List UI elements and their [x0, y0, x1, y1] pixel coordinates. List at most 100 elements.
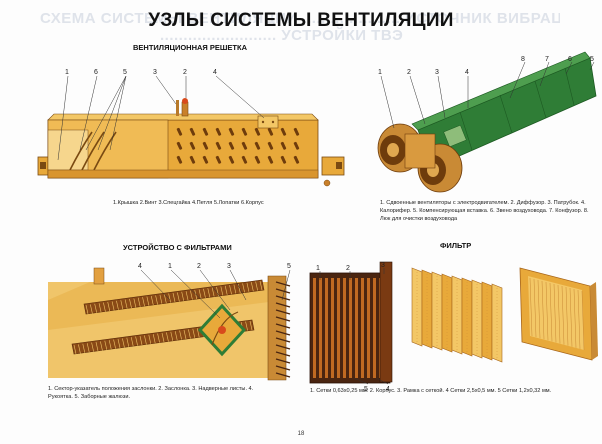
intake-louver	[275, 302, 291, 308]
mesh-pleat	[411, 267, 423, 347]
frame-mesh-line	[529, 277, 533, 337]
mesh-pleat	[421, 269, 433, 349]
intake-louver	[275, 281, 291, 287]
filters-unit-caption: 1. Сектор-указатель положения заслонки. …	[48, 386, 254, 400]
coil-fin	[196, 328, 200, 338]
coil-fin	[233, 284, 237, 294]
intake-louver	[275, 344, 291, 350]
coil-fin	[78, 344, 81, 354]
coil-fin	[86, 343, 90, 353]
fans-callout-6: 6	[568, 56, 572, 63]
coil-fin	[220, 286, 224, 296]
coil-fin	[164, 294, 167, 304]
fans-callout-8: 8	[521, 56, 525, 63]
coil-fin	[183, 329, 187, 340]
grille-slot	[280, 127, 287, 136]
coil-fin	[73, 344, 77, 355]
coil-fin	[130, 337, 134, 347]
grille-slot	[254, 155, 261, 164]
mesh-pleat	[441, 273, 453, 353]
grille-slot	[241, 141, 248, 150]
coil-fin	[168, 293, 171, 303]
filter-callout-2: 2	[346, 265, 350, 272]
grille-slot	[254, 141, 261, 150]
coil-fin	[229, 285, 232, 295]
coil-fin	[207, 288, 211, 298]
coil-fin	[161, 332, 165, 343]
filter-device-callout-1: 1	[168, 263, 172, 270]
coil-fin	[166, 332, 169, 342]
frame-mesh-line	[565, 286, 569, 346]
grille-slot	[189, 127, 196, 136]
coil-fin	[116, 300, 119, 310]
filter-heading: ФИЛЬТР	[440, 241, 472, 250]
coil-fin	[185, 291, 189, 301]
filter-mesh-bar	[331, 278, 334, 378]
coil-fin	[174, 331, 178, 341]
mesh-pleat	[431, 271, 443, 351]
coil-fin	[157, 333, 160, 343]
coil-fin	[155, 295, 158, 305]
grille-callout-2: 2	[183, 69, 187, 76]
coil-fin	[211, 287, 215, 297]
grille-slot	[176, 141, 183, 150]
grille-slot	[293, 127, 300, 136]
intake-louver	[275, 330, 291, 336]
grille-slot	[189, 141, 196, 150]
coil-fin	[94, 303, 97, 313]
coil-fin	[181, 291, 184, 301]
coil-fin	[124, 299, 128, 309]
coil-fin	[98, 303, 102, 313]
filter-callout-3: 3	[381, 262, 385, 269]
frame-mesh-line	[545, 281, 549, 341]
frame-mesh-line	[553, 283, 557, 343]
filter-cross-section: 1 2 3 5 4	[309, 261, 393, 393]
filter-device-callout-2: 2	[197, 263, 201, 270]
intake-louver	[275, 316, 291, 322]
grille-slot	[202, 155, 209, 164]
intake-louver	[275, 351, 291, 357]
grille-slot	[202, 141, 209, 150]
intake-louver	[275, 358, 291, 364]
fans-caption: 1. Сдвоенные вентиляторы с электродвигат…	[380, 200, 589, 222]
filter-callout-5: 5	[364, 386, 368, 393]
frame-mesh-line	[537, 279, 541, 339]
fans-callout-4: 4	[465, 69, 469, 76]
coil-fin	[245, 321, 248, 331]
coil-fin	[255, 281, 258, 291]
coil-fin	[150, 295, 154, 306]
coil-fin	[126, 337, 130, 347]
coil-fin	[107, 301, 111, 312]
mesh-pleat	[471, 279, 483, 359]
filter-caption: 1. Сетки 0,63х0,25 мм. 2. Корпус. 3. Рам…	[310, 388, 552, 394]
coil-fin	[122, 338, 125, 348]
grille-callout-4: 4	[213, 69, 217, 76]
frame-with-mesh-illustration	[519, 267, 598, 361]
coil-fin	[177, 292, 180, 302]
filter-callout-4: 4	[386, 386, 390, 393]
filter-mesh-bar	[313, 278, 316, 378]
grille-callout-6: 6	[94, 69, 98, 76]
filter-mesh-bar	[355, 278, 358, 378]
frame-mesh-line	[577, 289, 581, 349]
coil-fin	[133, 298, 137, 308]
grille-slot	[254, 127, 261, 136]
fans-callout-5: 5	[590, 56, 594, 63]
coil-fin	[139, 335, 143, 346]
ghost-line-2: ......................... УСТРОЙКИ ТВЭ	[160, 27, 404, 44]
grille-slot	[189, 155, 196, 164]
coil-fin	[192, 328, 196, 338]
filter-device-callout-5: 5	[287, 263, 291, 270]
grille-slot	[215, 127, 222, 136]
filter-mesh-bar	[367, 278, 370, 378]
mesh-pleat	[461, 277, 473, 357]
coil-fin	[224, 285, 228, 295]
coil-fin	[237, 283, 241, 294]
coil-fin	[198, 289, 202, 299]
coil-fin	[179, 330, 182, 340]
coil-fin	[152, 334, 156, 344]
filter-device-callout-4: 4	[138, 263, 142, 270]
coil-fin	[129, 298, 132, 309]
coil-fin	[148, 334, 152, 344]
coil-fin	[203, 288, 206, 298]
